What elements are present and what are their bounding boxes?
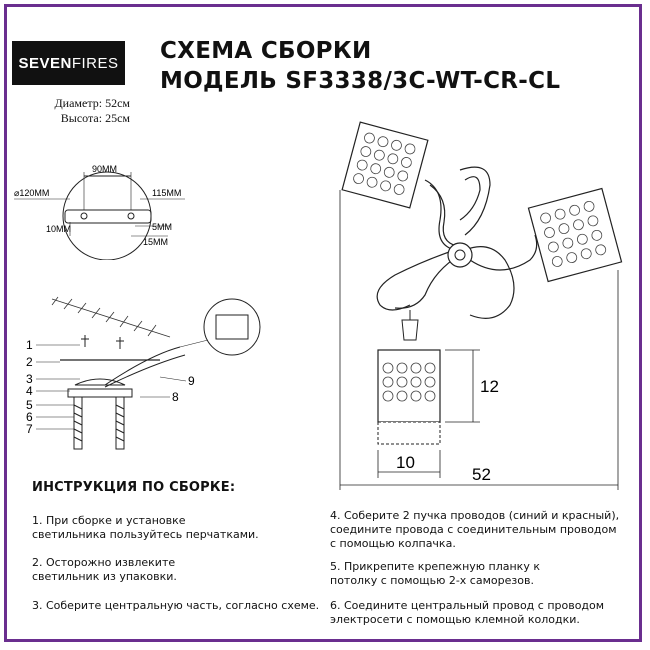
page-title: СХЕМА СБОРКИ МОДЕЛЬ SF3338/3C-WT-CR-CL (160, 36, 560, 96)
lamp-hub (447, 242, 473, 268)
shade-right (527, 187, 623, 283)
total-width-label: 52 (472, 465, 491, 484)
hanging-socket (401, 310, 419, 341)
logo-bold-text: SEVEN (18, 54, 72, 72)
ceiling-hatch (51, 296, 171, 338)
shade-left (341, 121, 429, 209)
instruction-step-6: 6. Соедините центральный провод с провод… (330, 599, 605, 626)
exploded-assembly-drawing: 1 2 3 4 5 6 7 8 9 (26, 296, 261, 450)
instruction-step-4: 4. Соберите 2 пучка проводов (синий и кр… (330, 509, 620, 550)
part-label-6: 6 (26, 410, 33, 424)
label-15: 15ММ (143, 237, 168, 247)
title-line-2: МОДЕЛЬ SF3338/3C-WT-CR-CL (160, 68, 561, 94)
shade-width-label: 10 (396, 453, 415, 472)
plate-hole-right (127, 212, 135, 220)
lamp-drawing: 12 10 52 (339, 121, 623, 490)
dimensions-block: Диаметр: 52см Высота: 25см (26, 96, 131, 126)
part-label-5: 5 (26, 398, 33, 412)
part-label-7: 7 (26, 422, 33, 436)
plate-circle (62, 171, 152, 260)
label-120: ⌀120ММ (14, 188, 49, 198)
shade-height-label: 12 (480, 377, 499, 396)
instructions-heading: ИНСТРУКЦИЯ ПО СБОРКЕ: (32, 480, 236, 495)
dimension-lines (339, 190, 619, 490)
part-label-8: 8 (172, 390, 179, 404)
label-10: 10ММ (46, 224, 71, 234)
lamp-arms (376, 166, 538, 319)
part-label-9: 9 (188, 374, 195, 388)
label-5: 5ММ (152, 222, 172, 232)
logo-light-text: FIRES (71, 54, 119, 72)
mount-plate-drawing: 90ММ ⌀120ММ 115ММ 10ММ 5ММ 15ММ (14, 164, 185, 260)
title-line-1: СХЕМА СБОРКИ (160, 38, 372, 64)
part-label-1: 1 (26, 338, 33, 352)
height-text: Высота: 25см (60, 111, 130, 125)
diameter-text: Диаметр: 52см (54, 96, 131, 110)
shade-front (377, 349, 441, 445)
part-label-4: 4 (26, 384, 33, 398)
part-label-2: 2 (26, 355, 33, 369)
instruction-step-3: 3. Соберите центральную часть, согласно … (32, 599, 320, 612)
terminal-zoom-circle (203, 298, 261, 356)
label-90: 90ММ (92, 164, 117, 174)
plate-hole-left (80, 212, 88, 220)
plate-bar (64, 209, 152, 224)
label-115: 115ММ (152, 188, 181, 198)
instruction-step-1: 1. При сборке и установке светильника по… (32, 514, 259, 541)
page-frame (4, 4, 642, 642)
instruction-step-2: 2. Осторожно извлеките светильник из упа… (32, 556, 177, 583)
part-label-3: 3 (26, 372, 33, 386)
instruction-step-5: 5. Прикрепите крепежную планку к потолку… (330, 560, 540, 587)
